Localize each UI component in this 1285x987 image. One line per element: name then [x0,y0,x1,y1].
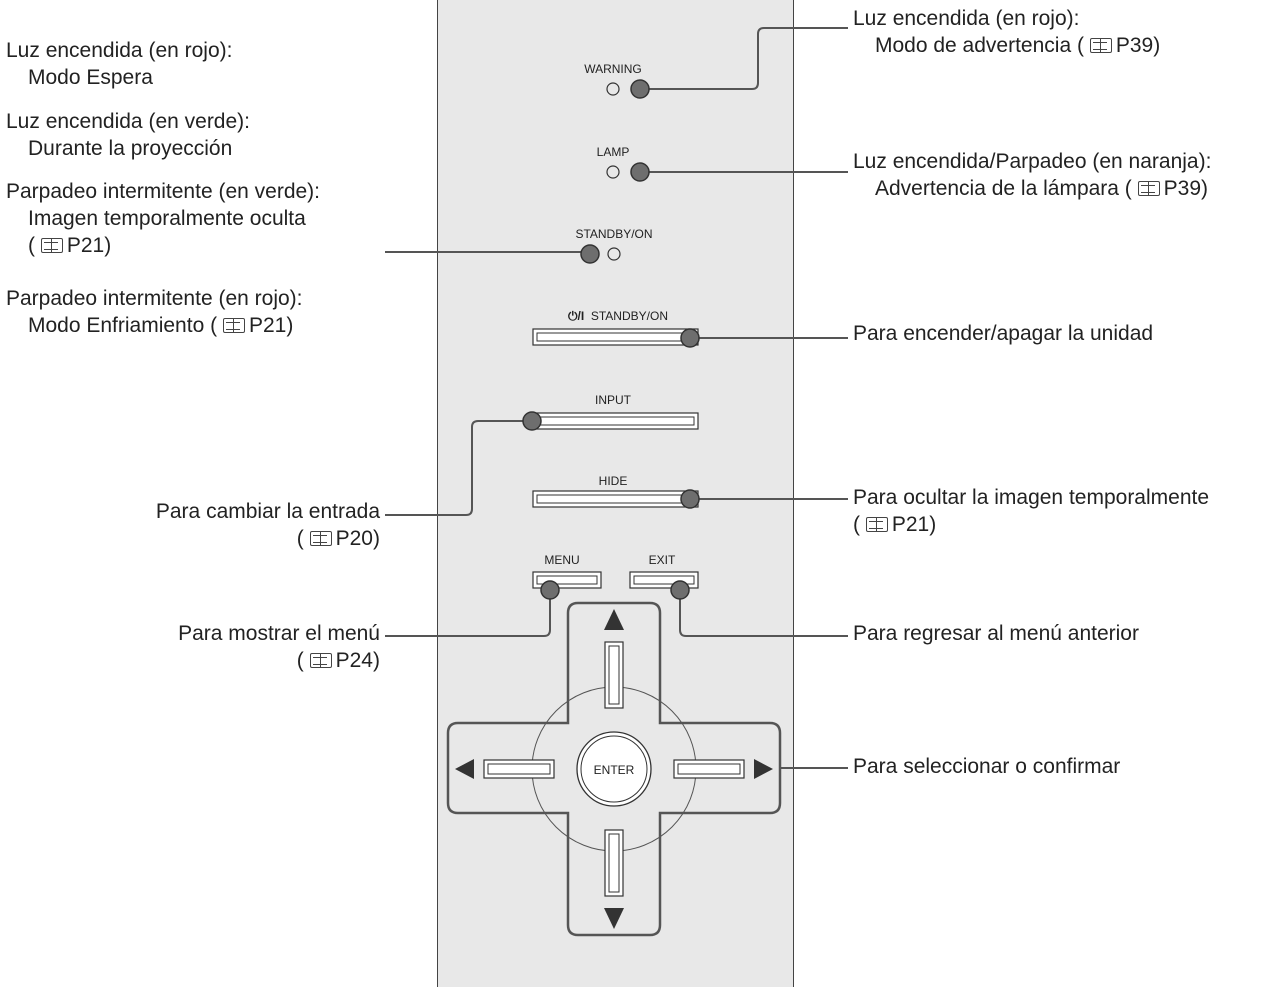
left-annotation-4: Parpadeo intermitente (en rojo): Modo En… [6,287,303,337]
down-arrow-icon [604,908,624,929]
up-arrow-icon [604,609,624,630]
left-annotation-1: Luz encendida (en rojo): Modo Espera [6,39,233,89]
standby-button-label: ⏻/I STANDBY/ON [568,309,668,323]
power-icon: ⏻/I [568,309,585,323]
power-annotation: Para encender/apagar la unidad [853,322,1154,345]
callout-dot-input [522,411,542,431]
leader-exit [679,589,848,637]
standby-button[interactable] [532,328,699,346]
lamp-annotation: Luz encendida/Parpadeo (en naranja): Adv… [853,150,1212,200]
menu-annotation: Para mostrar el menú ( P24) [178,622,380,672]
dpad-left-button[interactable] [483,759,555,779]
dpad-right-button[interactable] [673,759,745,779]
lamp-led-icon [606,165,620,179]
exit-annotation: Para regresar al menú anterior [853,622,1139,645]
book-icon [865,517,888,532]
input-button[interactable] [532,412,699,430]
hide-label: HIDE [598,474,628,488]
hide-button[interactable] [532,490,699,508]
callout-dot-lamp [630,162,650,182]
menu-label: MENU [544,553,580,567]
enter-label: ENTER [593,763,635,777]
right-arrow-icon [754,759,773,779]
warning-annotation: Luz encendida (en rojo): Modo de adverte… [853,7,1161,57]
select-annotation: Para seleccionar o confirmar [853,755,1121,778]
leader-input [385,420,532,516]
leader-warning [640,27,848,90]
callout-dot-hide [680,489,700,509]
warning-label: WARNING [584,62,642,76]
lamp-label: LAMP [596,145,630,159]
dpad-up-button[interactable] [604,641,624,709]
callout-dot-power [680,328,700,348]
hide-annotation: Para ocultar la imagen temporalmente ( P… [853,486,1210,536]
leader-menu [385,589,551,637]
warning-led-icon [606,82,620,96]
book-icon [222,318,245,333]
input-annotation: Para cambiar la entrada ( P20) [155,500,380,550]
enter-button[interactable] [576,731,652,807]
callout-dot-warning [630,79,650,99]
standby-led-icon [607,247,621,261]
callout-dot-standby [580,244,600,264]
callout-dot-exit [670,580,690,600]
book-icon [1089,38,1112,53]
book-icon [1137,181,1160,196]
standby-led-label: STANDBY/ON [575,227,653,241]
left-arrow-icon [455,759,474,779]
callout-dot-menu [540,580,560,600]
exit-label: EXIT [648,553,676,567]
left-annotation-2: Luz encendida (en verde): Durante la pro… [6,110,250,160]
book-icon [40,238,63,253]
book-icon [309,653,332,668]
input-label: INPUT [595,393,631,407]
left-annotation-3: Parpadeo intermitente (en verde): Imagen… [6,180,321,257]
dpad-outline [446,601,782,937]
dpad-down-button[interactable] [604,829,624,897]
book-icon [309,531,332,546]
